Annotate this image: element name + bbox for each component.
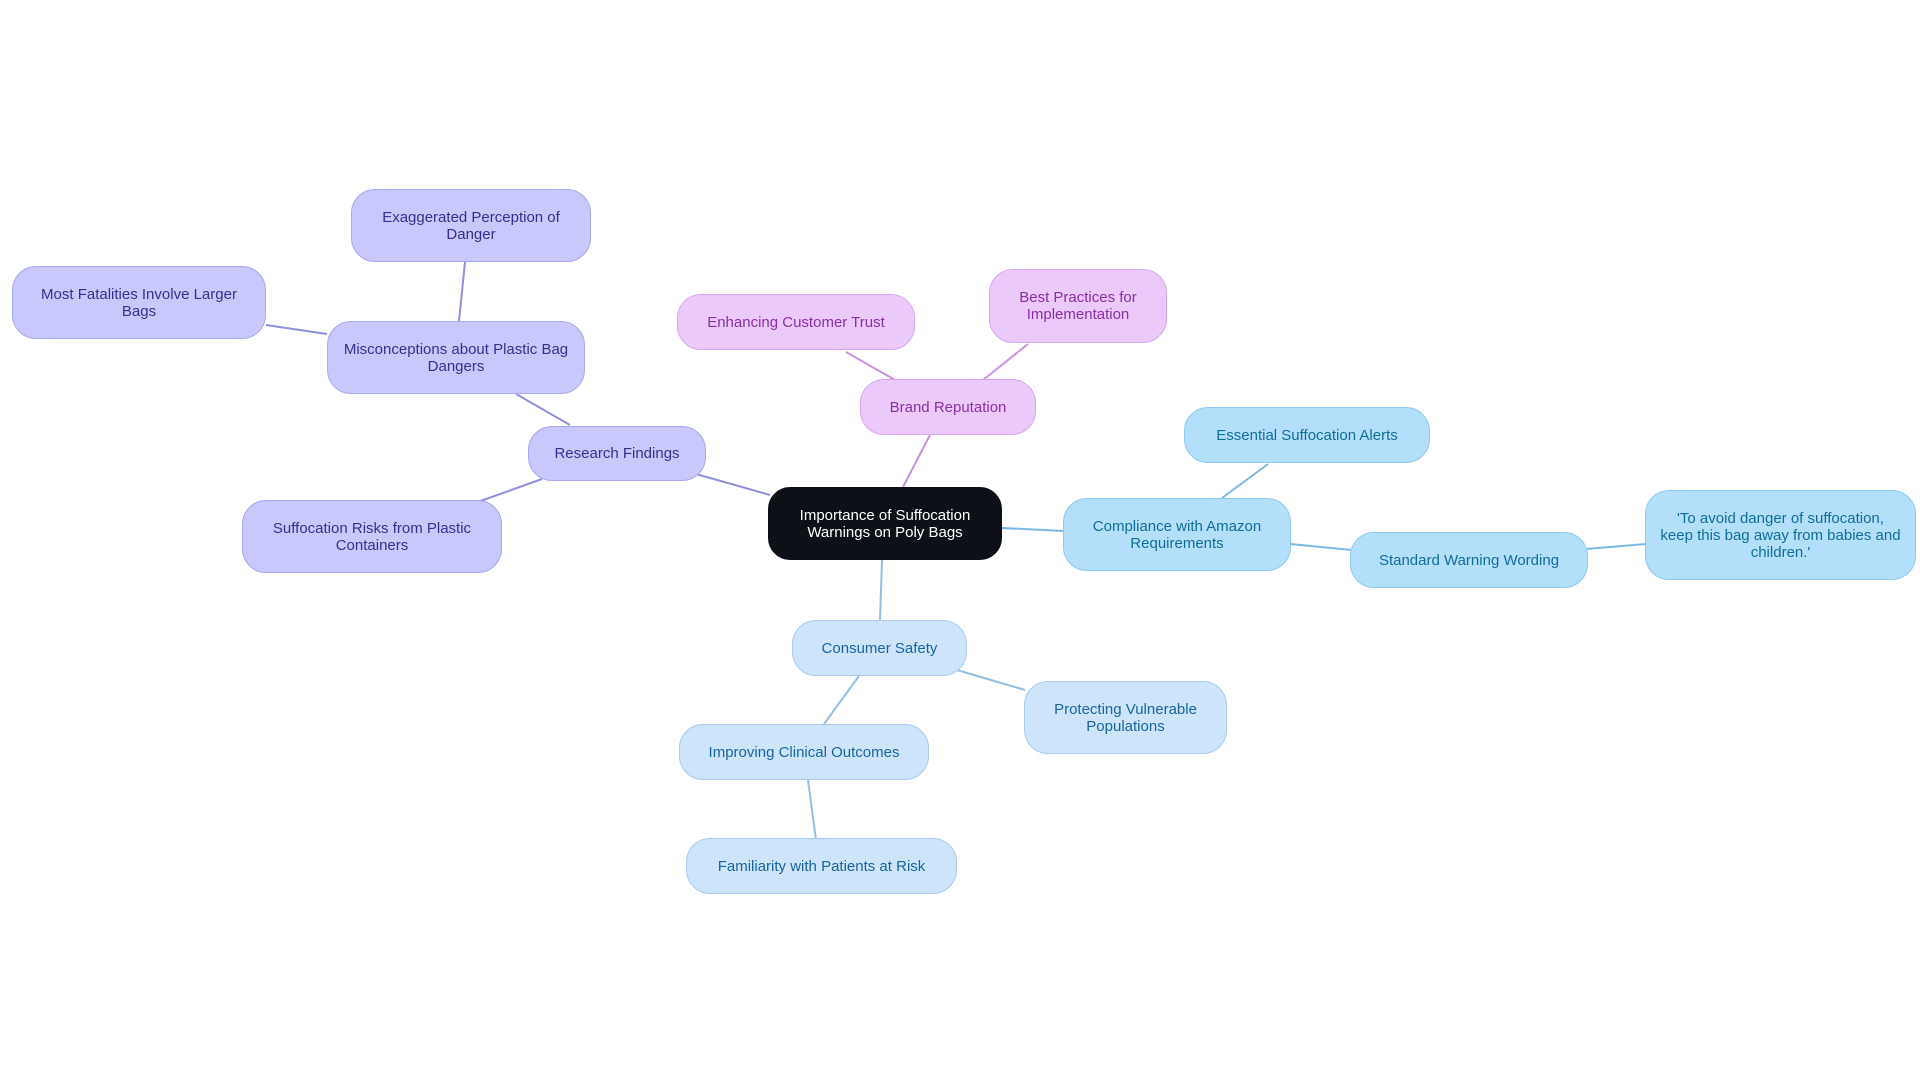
node-label: 'To avoid danger of suffocation, keep th… [1660,509,1901,561]
node-research-findings: Research Findings [528,426,706,481]
node-label: Brand Reputation [889,398,1007,416]
node-standard-wording: Standard Warning Wording [1350,532,1588,588]
edge-clinical-familiarity [807,779,817,841]
node-label: Suffocation Risks from Plastic Container… [272,519,472,554]
node-misconceptions: Misconceptions about Plastic Bag Dangers [327,321,585,394]
node-essential-alerts: Essential Suffocation Alerts [1184,407,1430,463]
node-patients-at-risk: Familiarity with Patients at Risk [686,838,957,894]
edge-root-consumer [879,559,883,621]
root-label: Importance of Suffocation Warnings on Po… [799,506,971,541]
node-most-fatalities: Most Fatalities Involve Larger Bags [12,266,266,339]
node-label: Best Practices for Implementation [1019,289,1137,323]
node-vulnerable-populations: Protecting Vulnerable Populations [1024,681,1227,754]
edge-misconceptions-fatalities [265,324,328,335]
edge-brand-trust [845,351,896,381]
edge-compliance-wording [1289,543,1353,551]
node-plastic-containers: Suffocation Risks from Plastic Container… [242,500,502,573]
node-label: Misconceptions about Plastic Bag Dangers [343,340,569,375]
edge-consumer-clinical [823,675,860,725]
edge-brand-practices [982,343,1029,381]
node-best-practices: Best Practices for Implementation [989,269,1167,343]
node-label: Exaggerated Perception of Danger [382,208,560,243]
node-label: Protecting Vulnerable Populations [1054,700,1197,735]
node-label: Consumer Safety [821,639,938,657]
node-label: Enhancing Customer Trust [707,313,885,331]
node-consumer-safety: Consumer Safety [792,620,967,676]
edge-research-containers [474,478,543,504]
node-label: Standard Warning Wording [1378,551,1560,569]
edge-misconceptions-exaggerated [458,261,466,322]
node-label: Research Findings [554,445,680,462]
node-brand-reputation: Brand Reputation [860,379,1036,435]
node-clinical-outcomes: Improving Clinical Outcomes [679,724,929,780]
edge-wording-quote [1585,543,1647,550]
edge-root-research [695,473,771,496]
root-node: Importance of Suffocation Warnings on Po… [768,487,1002,560]
edge-root-compliance [1001,527,1065,532]
edge-research-misconceptions [515,393,571,426]
node-warning-quote: 'To avoid danger of suffocation, keep th… [1645,490,1916,580]
edge-root-brand [902,434,931,488]
node-customer-trust: Enhancing Customer Trust [677,294,915,350]
node-label: Compliance with Amazon Requirements [1092,517,1262,552]
edge-compliance-alerts [1221,463,1269,499]
node-label: Improving Clinical Outcomes [708,743,900,761]
node-label: Essential Suffocation Alerts [1216,426,1398,444]
node-exaggerated-perception: Exaggerated Perception of Danger [351,189,591,262]
node-label: Most Fatalities Involve Larger Bags [41,285,237,320]
node-amazon-compliance: Compliance with Amazon Requirements [1063,498,1291,571]
edge-consumer-vulnerable [956,669,1026,691]
node-label: Familiarity with Patients at Risk [717,857,926,875]
